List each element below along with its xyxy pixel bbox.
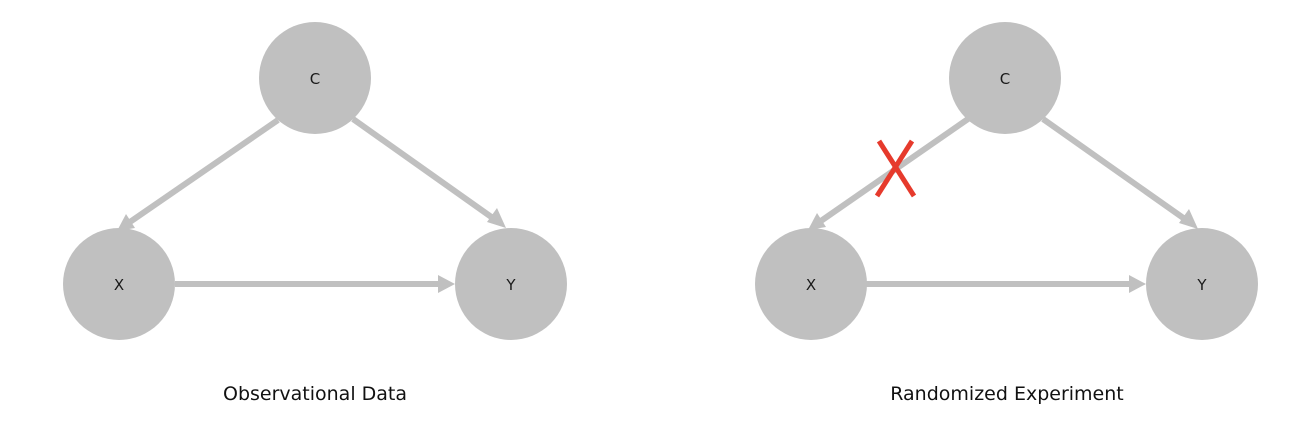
edge-c-to-y [1041, 116, 1198, 229]
edge-x-to-y [175, 275, 455, 293]
node-c: C [259, 22, 371, 134]
node-c-label: C [310, 70, 320, 88]
node-c: C [949, 22, 1061, 134]
edge-c-to-y [351, 116, 506, 228]
node-y-label: Y [505, 276, 516, 294]
node-y: Y [455, 228, 567, 340]
node-x-label: X [806, 276, 816, 294]
randomized-diagram: C X Y Randomized Experiment [755, 22, 1258, 405]
node-x-label: X [114, 276, 124, 294]
node-c-label: C [1000, 70, 1010, 88]
edge-x-to-y [866, 275, 1146, 293]
randomized-caption: Randomized Experiment [890, 383, 1123, 405]
node-y: Y [1146, 228, 1258, 340]
node-x: X [755, 228, 867, 340]
node-y-label: Y [1196, 276, 1207, 294]
observational-caption: Observational Data [223, 383, 407, 405]
observational-diagram: C X Y Observational Data [63, 22, 567, 405]
cross-mark-icon [874, 139, 917, 198]
edge-c-to-x [117, 117, 280, 231]
node-x: X [63, 228, 175, 340]
